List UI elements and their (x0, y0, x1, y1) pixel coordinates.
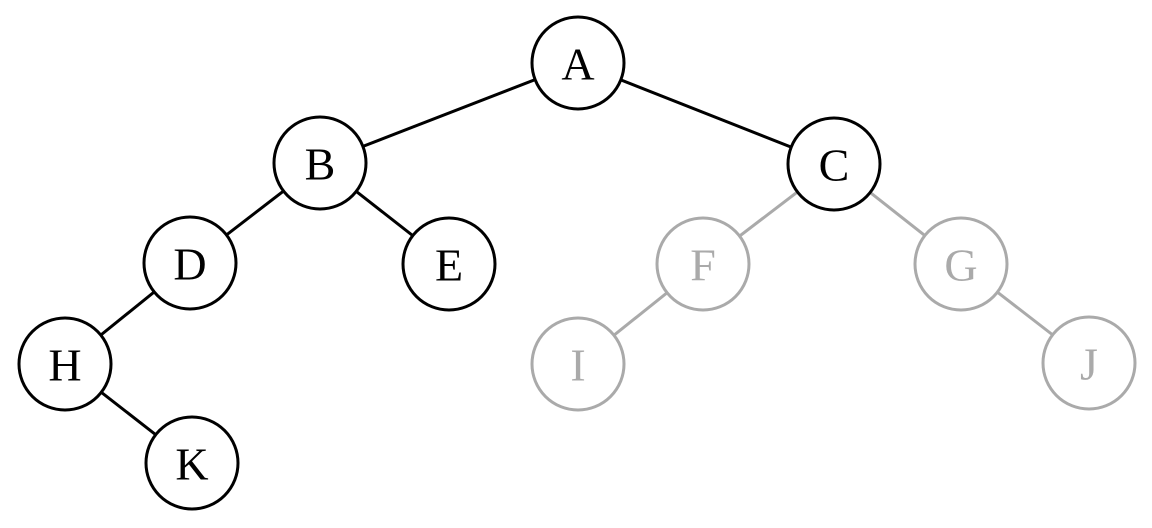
tree-node-circle-K (144, 415, 240, 511)
tree-node-B: B (272, 115, 368, 211)
tree-node-label-I: I (570, 339, 585, 390)
tree-node-circle-B (272, 115, 368, 211)
tree-node-circle-D (142, 215, 238, 311)
tree-node-K: K (144, 415, 240, 511)
tree-node-circle-G (913, 216, 1009, 312)
tree-node-label-K: K (175, 438, 208, 489)
tree-node-A: A (530, 15, 626, 111)
tree-node-I: I (530, 316, 626, 412)
tree-node-H: H (17, 316, 113, 412)
tree-node-circle-F (655, 216, 751, 312)
tree-node-J: J (1041, 315, 1137, 411)
tree-node-circle-H (17, 316, 113, 412)
tree-node-label-G: G (944, 239, 977, 290)
tree-node-circle-I (530, 316, 626, 412)
tree-node-E: E (401, 216, 497, 312)
tree-node-C: C (786, 116, 882, 212)
tree-node-circle-E (401, 216, 497, 312)
tree-node-label-B: B (305, 138, 336, 189)
tree-node-F: F (655, 216, 751, 312)
tree-node-label-D: D (173, 238, 206, 289)
tree-node-label-H: H (48, 339, 81, 390)
tree-node-circle-C (786, 116, 882, 212)
tree-node-D: D (142, 215, 238, 311)
tree-node-circle-J (1041, 315, 1137, 411)
tree-node-label-E: E (435, 239, 463, 290)
tree-node-label-F: F (690, 239, 716, 290)
tree-node-circle-A (530, 15, 626, 111)
tree-node-label-C: C (819, 139, 850, 190)
tree-node-label-J: J (1080, 338, 1098, 389)
tree-node-label-A: A (561, 38, 594, 89)
tree-node-G: G (913, 216, 1009, 312)
